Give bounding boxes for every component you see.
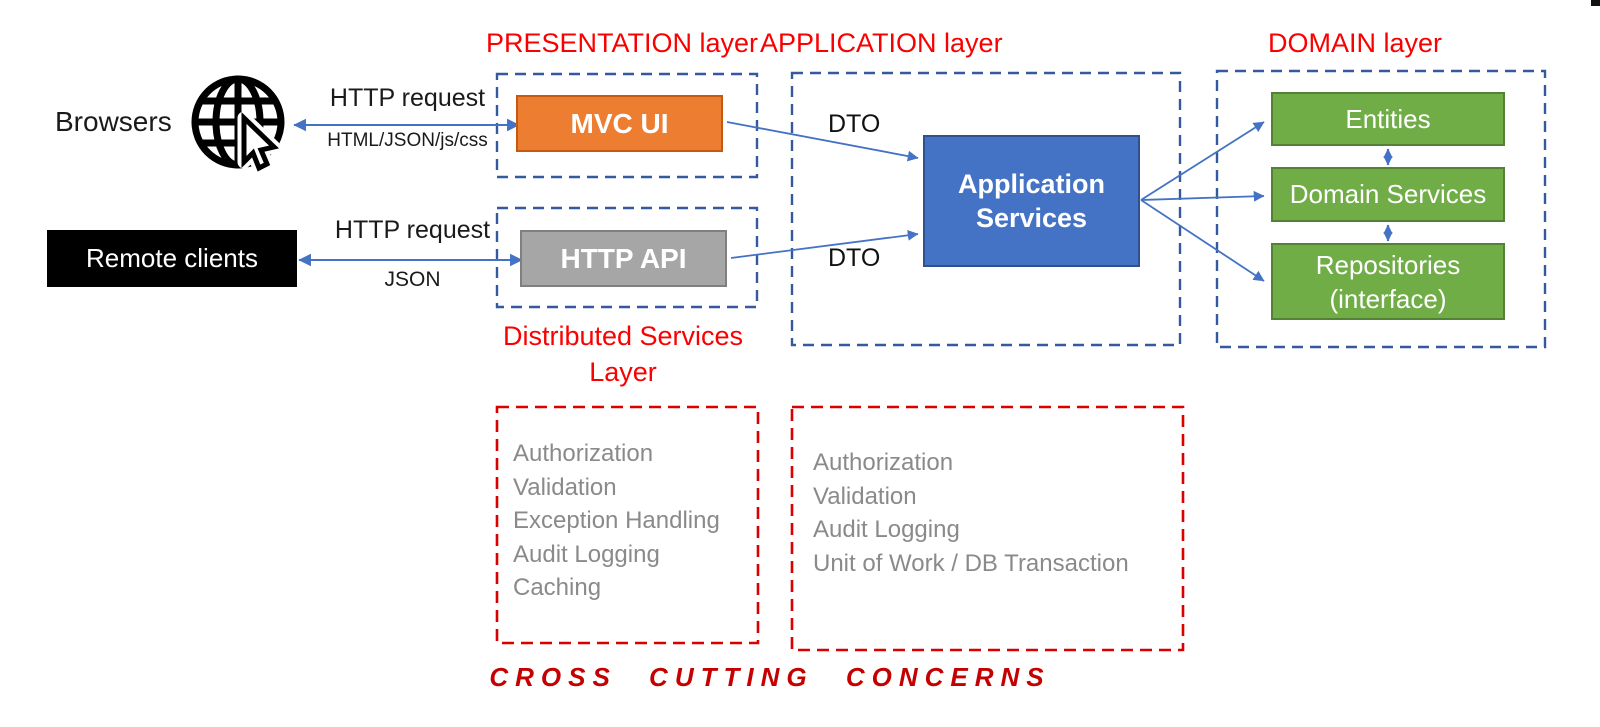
concern-item: Authorization bbox=[513, 440, 654, 467]
distributed-concerns-list: Authorization Validation Exception Handl… bbox=[513, 437, 720, 605]
arrow-httpapi-appservices bbox=[730, 229, 919, 259]
http-request-label-remote: HTTP request bbox=[334, 216, 491, 244]
arrow-appservices-repositories bbox=[1140, 199, 1265, 282]
distributed-services-layer-title: Distributed Services Layer bbox=[470, 318, 776, 390]
concern-item: Validation bbox=[813, 482, 917, 510]
domain-layer-box bbox=[1215, 69, 1547, 349]
concern-item: Audit Logging bbox=[513, 540, 660, 568]
corner-artifact bbox=[1591, 0, 1600, 6]
mvc-ui-box: MVC UI bbox=[516, 95, 723, 152]
dto-label-bottom: DTO bbox=[828, 244, 881, 272]
repositories-line1: Repositories bbox=[1315, 249, 1461, 280]
remote-clients-box: Remote clients bbox=[47, 230, 297, 287]
concern-item: Unit of Work / DB Transaction bbox=[813, 549, 1129, 577]
cross-cutting-box-application bbox=[790, 405, 1185, 652]
browsers-label: Browsers bbox=[55, 106, 172, 137]
repositories-box: Repositories (interface) bbox=[1271, 243, 1505, 320]
html-json-js-css-label: HTML/JSON/js/css bbox=[327, 130, 488, 151]
json-label: JSON bbox=[384, 268, 441, 291]
concern-item: Exception Handling bbox=[513, 507, 720, 534]
cursor-arrow-icon bbox=[241, 112, 280, 172]
distributed-services-title-line2: Layer bbox=[589, 357, 657, 387]
arrow-appservices-domainservices bbox=[1140, 190, 1265, 202]
dto-label-top: DTO bbox=[828, 110, 881, 138]
application-concerns-list: Authorization Validation Audit Logging U… bbox=[813, 446, 1129, 580]
repositories-line2: (interface) bbox=[1329, 283, 1447, 314]
application-services-line2: Services bbox=[975, 203, 1088, 233]
arrow-mvcui-appservices bbox=[726, 121, 919, 162]
cross-cutting-concerns-title: CROSS CUTTING CONCERNS bbox=[489, 662, 1051, 692]
concern-item: Audit Logging bbox=[813, 516, 960, 543]
application-layer-title: APPLICATION layer bbox=[760, 28, 1003, 58]
browser-globe-icon bbox=[191, 75, 285, 175]
concern-item: Authorization bbox=[813, 449, 954, 476]
application-services-line1: Application bbox=[958, 169, 1105, 199]
entities-box: Entities bbox=[1271, 92, 1505, 146]
presentation-layer-title: PRESENTATION layer bbox=[486, 28, 759, 58]
distributed-services-title-line1: Distributed Services bbox=[502, 321, 744, 351]
http-request-label-browsers: HTTP request bbox=[329, 84, 486, 112]
concern-item: Validation bbox=[513, 473, 617, 501]
application-layer-box bbox=[790, 71, 1182, 347]
domain-services-box: Domain Services bbox=[1271, 167, 1505, 222]
domain-layer-title: DOMAIN layer bbox=[1267, 28, 1443, 58]
http-api-box: HTTP API bbox=[520, 230, 727, 287]
application-services-box: Application Services bbox=[923, 135, 1140, 267]
concern-item: Caching bbox=[513, 574, 602, 601]
cross-cutting-box-distributed bbox=[495, 405, 760, 645]
arrow-appservices-entities bbox=[1140, 121, 1265, 201]
